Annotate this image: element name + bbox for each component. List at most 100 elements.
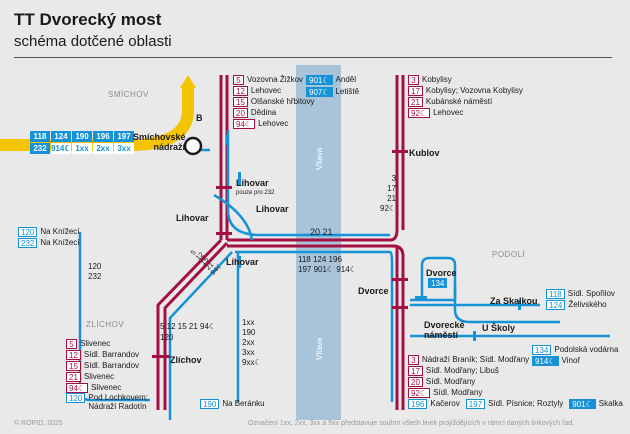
destination: Sídl. Modřany xyxy=(425,377,476,386)
label-zlichov-trams: 5 12 15 21 94☾ xyxy=(160,322,217,331)
list-item: 92☾Lehovec xyxy=(408,107,463,118)
destination: Na Knížecí xyxy=(40,227,80,236)
destination: Vozovna Žižkov xyxy=(247,75,304,84)
line-badge: 94☾ xyxy=(66,382,89,393)
bus-line-podoli-loop xyxy=(420,256,560,324)
destination: Sídl. Barrandov xyxy=(83,361,140,370)
station-zlichov: Zlíchov xyxy=(170,355,202,365)
grid-cell: 2xx xyxy=(93,143,113,154)
station-u-skoly: U Školy xyxy=(482,323,516,333)
line-badge: 118 xyxy=(546,288,565,299)
page-title: TT Dvorecký most xyxy=(14,10,162,29)
destination: Vinoř xyxy=(561,356,581,365)
stop-dvorce xyxy=(392,278,408,281)
destination: Na Knížecí xyxy=(40,238,80,247)
list-item: 94☾Lehovec xyxy=(233,118,288,129)
destination: Kobylisy xyxy=(422,75,452,84)
destination: Sídl. Barrandov xyxy=(83,350,140,359)
line-badge: 197 xyxy=(465,398,486,409)
footer-copyright: © ROPID, 2025 xyxy=(14,420,63,427)
destination: Slivenec xyxy=(83,372,115,381)
destination: Podolská vodárna xyxy=(554,345,619,354)
river-label-south: Vltava xyxy=(315,337,324,360)
destination: Anděl xyxy=(335,75,356,84)
destination: Lehovec xyxy=(250,86,282,95)
destination: Skalka xyxy=(598,398,623,408)
bus-line-smichov xyxy=(226,130,390,237)
destination: Sídl. Modřany xyxy=(433,388,483,397)
stop-lihovar-tram-b xyxy=(216,232,232,235)
smichov-bus-grid: 118 124 190 196 197 232 914☾ 1xx 2xx 3xx xyxy=(30,131,134,154)
detour-arrow xyxy=(180,75,196,88)
station-za-skalkou: Za Skalkou xyxy=(490,296,538,306)
list-item: 94☾Slivenec xyxy=(66,382,121,393)
station-kublov: Kublov xyxy=(409,148,440,158)
label-zlichov-bus: 120 xyxy=(160,333,174,342)
station-lihovar-note: pouze pro 232 xyxy=(236,190,275,196)
line-badge: 15 xyxy=(233,96,248,107)
grid-cell: 3xx xyxy=(114,143,134,154)
grid-cell: 124 xyxy=(51,131,71,142)
line-badge: 5 xyxy=(233,74,244,85)
dvorce-bus-badge: 134 xyxy=(428,278,448,288)
destination: Želivského xyxy=(568,300,607,309)
destination: Dědina xyxy=(250,108,277,117)
line-badge: 21 xyxy=(66,371,81,382)
area-smichov: SMÍCHOV xyxy=(108,90,149,99)
label-bridge-buses: 118 124 196 197 901☾ 914☾ xyxy=(298,255,357,274)
line-badge: 17 xyxy=(408,85,423,96)
stop-dvorecke xyxy=(392,306,408,309)
line-badge: 907☾ xyxy=(306,86,333,97)
title-divider xyxy=(14,57,612,58)
list-item: 901☾Anděl xyxy=(306,74,356,85)
grid-cell: 1xx xyxy=(72,143,92,154)
destination: Kobylisy; Vozovna Kobylisy xyxy=(425,86,523,95)
tram-line-bridge-2 xyxy=(227,244,405,410)
line-badge: 94☾ xyxy=(233,118,256,129)
destination: Letiště xyxy=(335,87,360,96)
grid-cell: 914☾ xyxy=(51,143,72,154)
destination: Slivenec xyxy=(80,339,111,348)
list-item: 914☾Vinoř xyxy=(532,355,580,366)
line-badge: 901☾ xyxy=(569,398,596,409)
line-badge: 5 xyxy=(66,338,77,349)
destination: Sídl. Spořilov xyxy=(567,289,615,298)
destination: Lehovec xyxy=(258,119,289,128)
line-badge: 20 xyxy=(408,376,423,387)
destination: Pod Lochkovem; Nádraží Radotín xyxy=(88,393,148,411)
stop-zaskalkou xyxy=(518,300,521,310)
line-badge: 12 xyxy=(66,349,81,360)
destination: Slivenec xyxy=(91,383,122,392)
stop-zlichov xyxy=(152,355,170,358)
list-item: 907☾Letiště xyxy=(306,86,359,97)
area-zlichov: ZLÍCHOV xyxy=(86,320,125,329)
line-badge: 120 xyxy=(18,226,38,237)
station-lihovar-d: Lihovar xyxy=(226,257,259,267)
station-smichovske-nadrazi: Smíchovské nádraží xyxy=(133,132,186,152)
line-badge: 134 xyxy=(532,344,552,355)
line-badge: 12 xyxy=(233,85,248,96)
destination: Sídl. Písnice; Roztyly xyxy=(488,398,564,408)
line-badge: 914☾ xyxy=(532,355,559,366)
grid-cell: 118 xyxy=(30,131,50,142)
line-badge: 232 xyxy=(18,237,38,248)
station-lihovar-c: Lihovar xyxy=(176,213,209,223)
grid-cell: 196 xyxy=(93,131,113,142)
stop-lihovar-tram xyxy=(216,186,232,189)
destination: Lehovec xyxy=(433,108,464,117)
list-item: 92☾Sídl. Modřany xyxy=(408,387,482,398)
destination: Sídl. Modřany; Libuš xyxy=(425,366,499,375)
smichov-station-marker xyxy=(183,136,203,156)
destination: Kačerov xyxy=(430,398,460,408)
label-west-buses: 120 232 xyxy=(88,262,102,281)
